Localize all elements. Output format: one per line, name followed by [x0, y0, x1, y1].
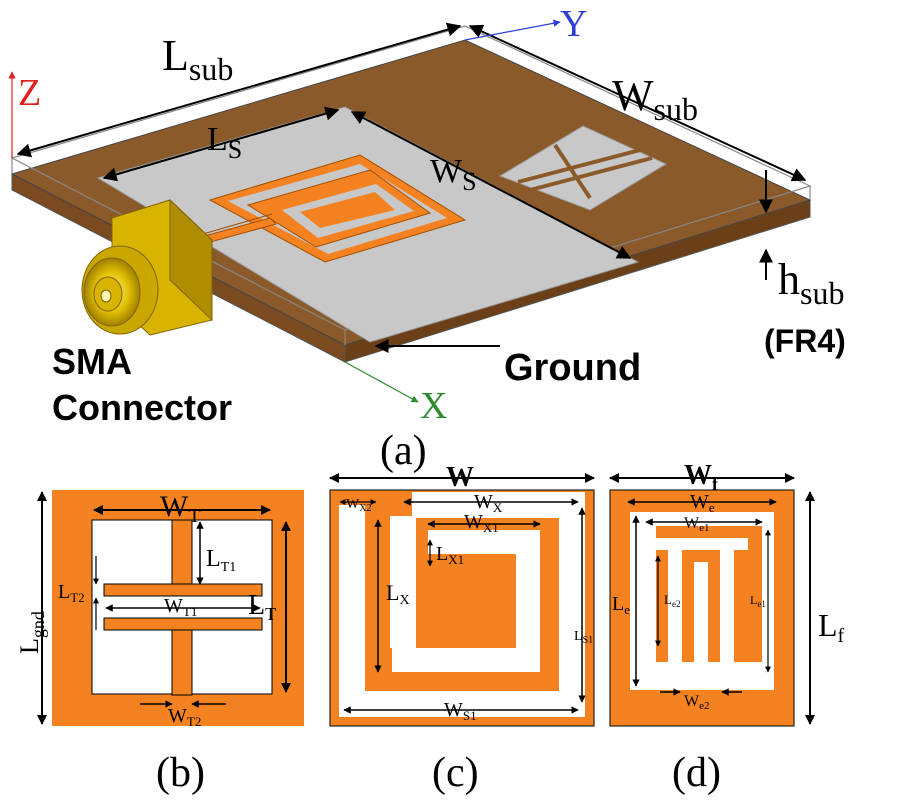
wx-label: WX — [474, 491, 503, 515]
lf-label: Lf — [818, 607, 845, 647]
caption-b: (b) — [156, 750, 205, 796]
we2-label: We2 — [684, 693, 710, 712]
sma-connector — [81, 198, 213, 336]
dim-w-sub — [468, 24, 807, 182]
we-label: We — [690, 491, 715, 515]
panel-d-meander: Wf We We1 Le Le2 Le1 We2 Lf (d) — [609, 460, 845, 796]
wt2-label: WT2 — [168, 705, 201, 729]
ground-label: Ground — [504, 347, 641, 389]
wt-label: WT — [160, 490, 201, 527]
ws1-label: WS1 — [444, 699, 477, 723]
w-sub-label: Wsub — [612, 71, 698, 127]
sma-label-line1: SMA — [52, 341, 132, 382]
wx1-label: WX1 — [464, 511, 499, 535]
fr4-label: (FR4) — [764, 323, 846, 359]
dim-l-sub — [16, 22, 462, 158]
le1-label: Le1 — [750, 593, 766, 609]
lx1-label: LX1 — [436, 543, 464, 567]
caption-a: (a) — [380, 428, 427, 474]
sma-label-line2: Connector — [52, 387, 232, 428]
y-axis — [464, 19, 561, 41]
we1-label: We1 — [684, 515, 710, 534]
wx2-label: WX2 — [346, 497, 371, 514]
le2-label: Le2 — [664, 592, 680, 609]
dim-l-s — [102, 106, 340, 182]
axis-y-label: Y — [560, 3, 587, 45]
l-sub-label: Lsub — [162, 31, 233, 87]
caption-d: (d) — [672, 750, 721, 796]
panel-a-3d-view: Y X Z Lsub Wsub hsub (FR4) LS WS SMA Con… — [8, 3, 846, 474]
ls-label: LS — [207, 121, 242, 164]
axis-x-label: X — [420, 385, 447, 427]
axis-z-label: Z — [18, 72, 41, 114]
caption-c: (c) — [432, 750, 479, 796]
lgnd-label: Lgnd — [15, 611, 48, 654]
panel-b-ground-slot: WT LT1 LT2 WT1 LT WT2 Lgnd (b) — [15, 490, 304, 796]
ws-label: WS — [430, 153, 477, 196]
h-sub-label: hsub — [778, 255, 844, 311]
ls1-label: LS1 — [574, 629, 593, 646]
lx-label: LX — [386, 580, 410, 608]
dim-w-s — [350, 111, 632, 259]
x-axis — [344, 361, 419, 403]
wt1-label: WT1 — [164, 595, 197, 619]
lt2-label: LT2 — [58, 581, 85, 605]
panel-c-spiral: W WX2 WX WX1 LX1 LX LS1 WS1 (c) — [329, 462, 595, 796]
lt-label: LT — [248, 590, 276, 624]
w-label: W — [446, 462, 474, 493]
le-label: Le — [612, 593, 630, 617]
wf-label: Wf — [684, 460, 719, 494]
lt1-label: LT1 — [206, 546, 236, 575]
